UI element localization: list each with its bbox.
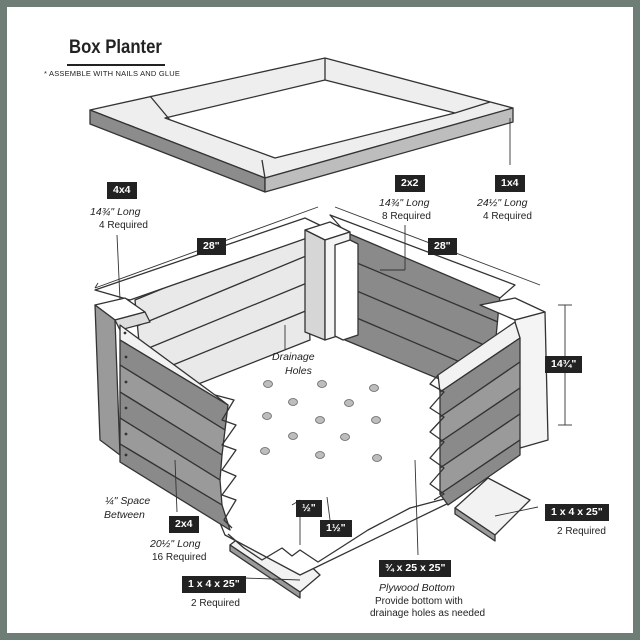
plywood-note-line2: drainage holes as needed	[370, 608, 486, 619]
part-tag-4x4: 4x4	[107, 182, 137, 199]
part-tag-plywood: ¾ x 25 x 25"	[379, 560, 452, 577]
part-tag-1x4: 1x4	[495, 175, 525, 192]
part-qty-2x2: 8 Required	[382, 211, 431, 222]
part-tag-2x2: 2x2	[395, 175, 425, 192]
page-title: Box Planter	[69, 37, 162, 58]
drainage-label-line1: Drainage	[272, 351, 315, 363]
part-tag-runner-right: 1 x 4 x 25"	[545, 504, 609, 521]
dimension-width-left: 28"	[197, 238, 226, 255]
box-planter-drawing	[89, 57, 572, 599]
part-qty-4x4: 4 Required	[99, 220, 148, 231]
wall-right-boards	[429, 321, 521, 506]
part-tag-2x4: 2x4	[169, 516, 199, 533]
part-qty-runner-left: 2 Required	[191, 598, 240, 609]
part-qty-2x4: 16 Required	[152, 552, 207, 563]
cleat-back	[334, 239, 359, 341]
part-length-1x4: 24½" Long	[477, 197, 528, 209]
diagram-frame: Box Planter * ASSEMBLE WITH NAILS AND GL…	[7, 7, 633, 633]
part-length-4x4: 14¾" Long	[90, 206, 141, 218]
spacing-label-line1: ¼" Space	[105, 495, 151, 507]
drainage-label-line2: Holes	[285, 365, 312, 377]
dimension-width-right: 28"	[428, 238, 457, 255]
part-qty-1x4: 4 Required	[483, 211, 532, 222]
assembly-note: * ASSEMBLE WITH NAILS AND GLUE	[44, 69, 181, 78]
title-underline	[67, 64, 165, 66]
gap-half-inch: ½"	[296, 500, 322, 517]
plywood-note-line1: Provide bottom with	[375, 596, 463, 607]
part-length-2x2: 14¾" Long	[379, 197, 430, 209]
part-tag-runner-left: 1 x 4 x 25"	[182, 576, 246, 593]
spacing-label-line2: Between	[104, 509, 145, 521]
gap-one-and-half-inch: 1½"	[320, 520, 352, 537]
part-qty-runner-right: 2 Required	[557, 526, 606, 537]
part-length-2x4: 20½" Long	[150, 538, 201, 550]
plywood-name: Plywood Bottom	[379, 582, 455, 594]
drainage-holes	[260, 380, 382, 462]
cap-frame	[89, 57, 514, 193]
dimension-height: 14¾"	[545, 356, 583, 373]
wall-left-boards	[119, 324, 237, 531]
